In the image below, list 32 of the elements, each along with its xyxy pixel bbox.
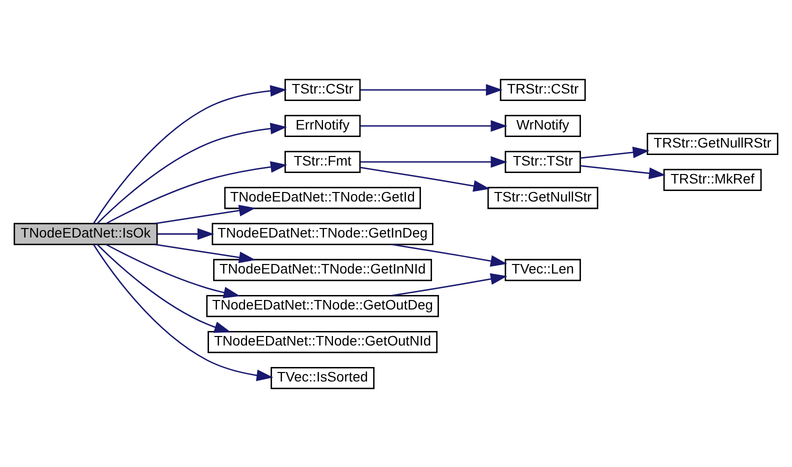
node-box: WrNotify bbox=[504, 114, 581, 137]
arrow bbox=[106, 160, 288, 224]
arrow bbox=[93, 84, 287, 224]
node-box: TNodeEDatNet::TNode::GetInNId bbox=[213, 258, 432, 281]
arrow bbox=[360, 166, 490, 192]
arrow bbox=[96, 243, 231, 332]
arrow bbox=[580, 164, 666, 179]
node-box: ErrNotify bbox=[284, 114, 361, 137]
node-box: TNodeEDatNet::IsOk bbox=[14, 222, 158, 245]
arrow bbox=[96, 122, 288, 224]
node-box: TVec::Len bbox=[504, 258, 581, 281]
node-box: TRStr::MkRef bbox=[663, 168, 762, 191]
node-box: TNodeEDatNet::TNode::GetOutNId bbox=[208, 330, 438, 353]
node-box: TStr::CStr bbox=[284, 78, 361, 101]
arrow bbox=[360, 84, 503, 96]
arrow bbox=[106, 243, 240, 298]
arrow bbox=[157, 228, 214, 240]
arrow bbox=[154, 204, 256, 224]
node-box: TStr::TStr bbox=[504, 150, 581, 173]
arrow bbox=[154, 243, 256, 263]
node-box: TVec::IsSorted bbox=[270, 366, 375, 389]
arrow bbox=[580, 146, 650, 158]
arrow bbox=[360, 156, 508, 168]
node-box: TNodeEDatNet::TNode::GetId bbox=[224, 186, 421, 209]
arrow bbox=[360, 120, 508, 132]
node-box: TNodeEDatNet::TNode::GetOutDeg bbox=[206, 294, 439, 317]
node-box: TRStr::CStr bbox=[500, 78, 586, 101]
node-box: TStr::Fmt bbox=[284, 150, 361, 173]
arrow bbox=[93, 244, 274, 381]
node-box: TRStr::GetNullRStr bbox=[646, 132, 778, 155]
node-box: TStr::GetNullStr bbox=[487, 186, 598, 209]
node-box: TNodeEDatNet::TNode::GetInDeg bbox=[212, 222, 434, 245]
